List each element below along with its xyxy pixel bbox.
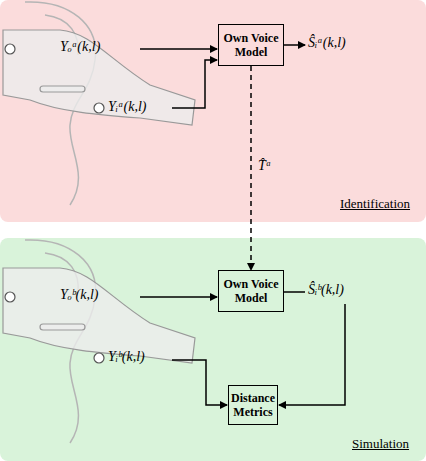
microphone-symbol xyxy=(94,353,104,363)
microphone-symbol xyxy=(5,292,15,302)
signal-name: Yₒᵇ(k,l) xyxy=(60,287,98,303)
panel-title: Simulation xyxy=(352,436,409,452)
dashed-arrow xyxy=(250,66,252,270)
box-label: Distance Metrics xyxy=(229,391,277,419)
edge-label: T̂ᵃ xyxy=(258,158,271,174)
process-box: Own Voice Model xyxy=(218,270,284,312)
signal-arrow xyxy=(279,304,345,405)
process-box: Distance Metrics xyxy=(228,385,278,425)
signal-name: Yᵢᵃ(k,l) xyxy=(108,99,147,115)
microphone-symbol xyxy=(5,44,15,54)
earpiece xyxy=(3,30,195,363)
earpiece-body xyxy=(3,268,195,363)
signal-line xyxy=(284,291,305,293)
microphone-symbol xyxy=(94,103,104,113)
signal-name: Yₒᵃ(k,l) xyxy=(60,39,100,55)
signal-name: Ŝᵢᵇ(k,l) xyxy=(308,282,344,298)
signal-name: Yᵢᵇ(k,l) xyxy=(108,349,145,365)
signal-arrow xyxy=(172,360,227,405)
signal-arrow xyxy=(140,296,217,298)
box-label: Own Voice Model xyxy=(219,31,283,59)
earpiece-slot xyxy=(40,324,85,330)
process-box: Own Voice Model xyxy=(218,24,284,66)
panel-title: Identification xyxy=(340,196,410,212)
signal-arrow xyxy=(140,48,217,50)
earpiece-slot xyxy=(40,86,85,92)
box-label: Own Voice Model xyxy=(219,277,283,305)
signal-name: Ŝᵢᵃ(k,l) xyxy=(308,35,346,51)
earpiece-body xyxy=(3,30,195,125)
signal-arrow xyxy=(284,44,305,46)
signal-arrow xyxy=(172,60,217,108)
